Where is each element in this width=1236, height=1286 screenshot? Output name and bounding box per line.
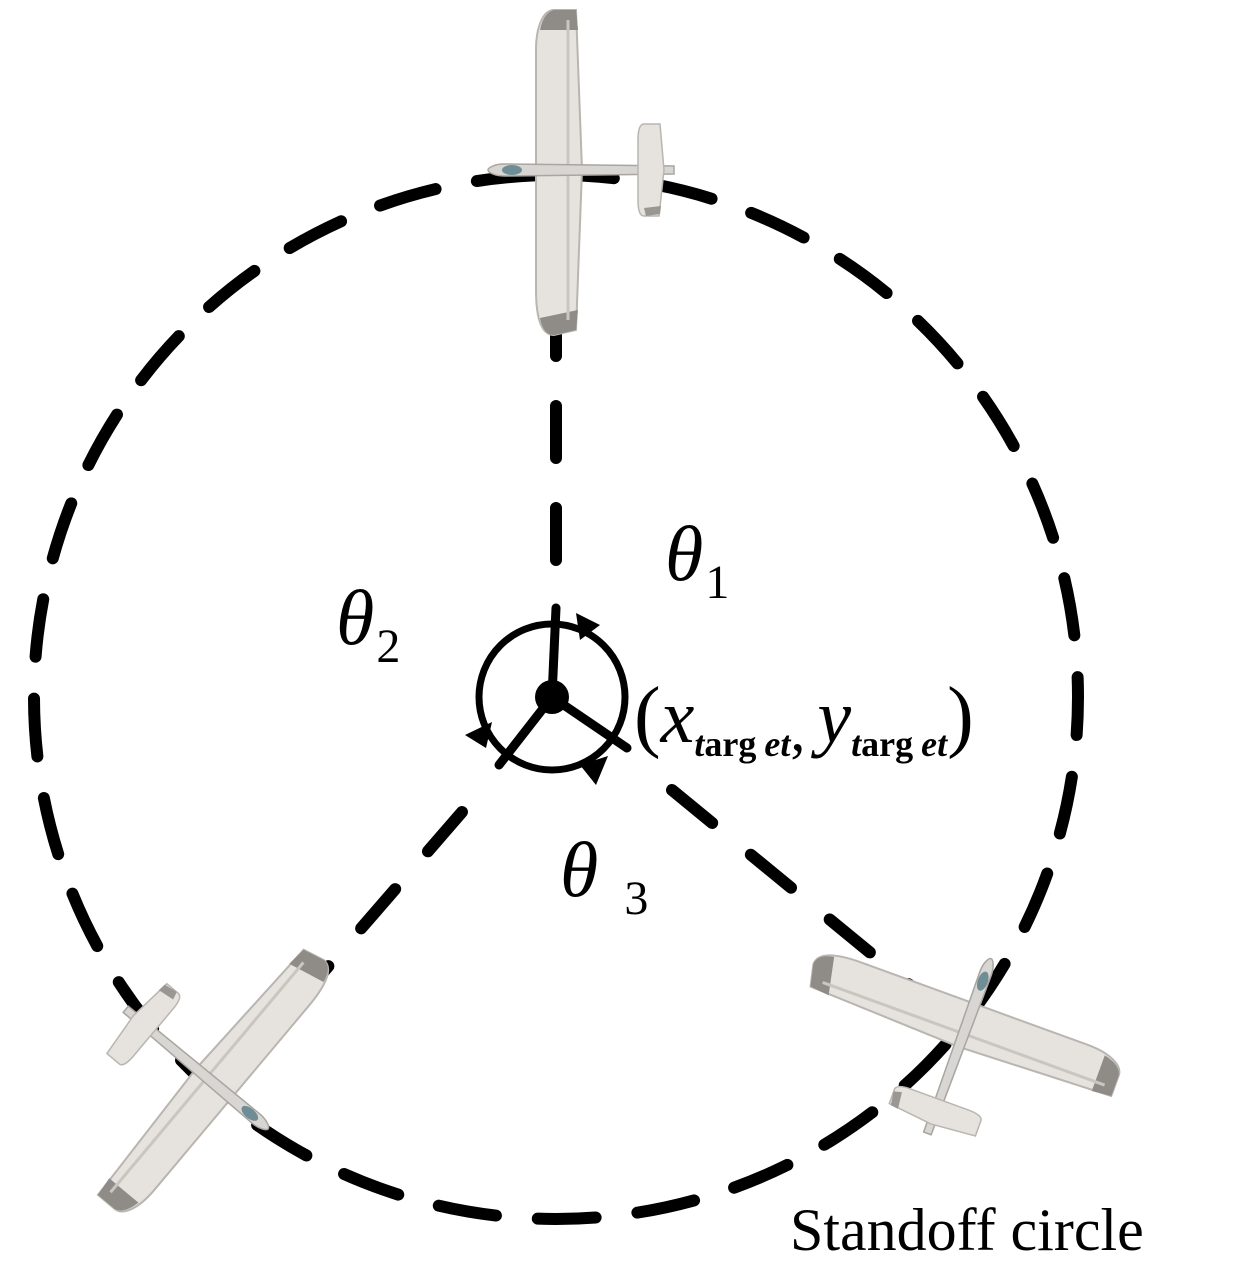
- theta3-sub: 3: [624, 872, 648, 925]
- target-y-sub-a: t: [851, 724, 862, 764]
- uav-bottom-left: [21, 881, 376, 1253]
- target-x-sub-b: arg: [704, 724, 756, 764]
- theta2-sub: 2: [376, 620, 400, 673]
- theta1-sub: 1: [705, 556, 729, 609]
- target-y: y: [810, 675, 851, 759]
- target-point-icon: [465, 603, 632, 785]
- theta2-label: θ2: [336, 574, 400, 673]
- theta1-label: θ1: [665, 510, 729, 609]
- target-y-sub-c: et: [921, 724, 948, 764]
- target-x-sub-c: et: [764, 724, 791, 764]
- target-y-sub-b: arg: [861, 724, 913, 764]
- target-open-paren: (: [634, 672, 661, 760]
- target-x-sub-a: t: [694, 724, 705, 764]
- arrowhead-icon: [576, 613, 600, 640]
- theta2-symbol: θ: [336, 574, 374, 661]
- target-close-paren: ): [947, 672, 974, 760]
- radial-line-3: [666, 784, 946, 1016]
- theta1-symbol: θ: [665, 510, 703, 597]
- target-comma: ,: [790, 697, 805, 763]
- target-x: x: [660, 675, 695, 759]
- standoff-circle-caption: Standoff circle: [790, 1197, 1144, 1263]
- arrowhead-icon: [580, 756, 608, 785]
- target-center-dot: [535, 680, 569, 714]
- arrowhead-icon: [465, 722, 492, 748]
- uav-top: [486, 8, 676, 337]
- theta3-symbol: θ: [560, 826, 598, 913]
